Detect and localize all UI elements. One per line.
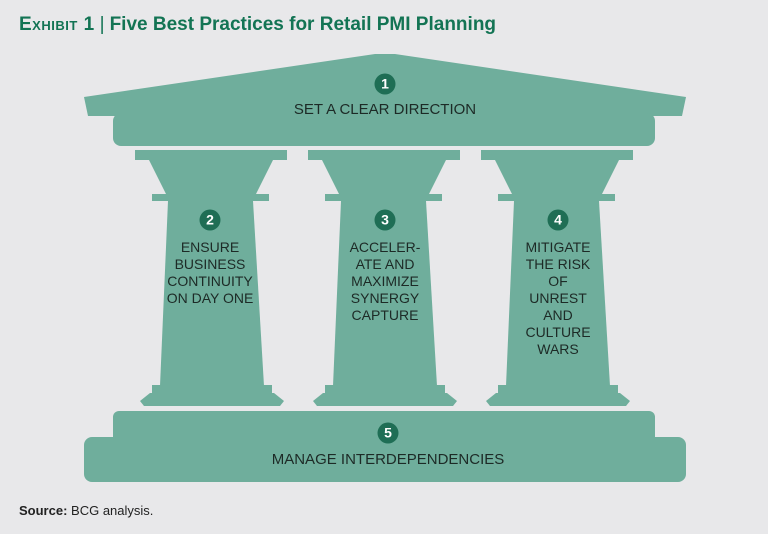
foundation-base xyxy=(84,437,686,482)
number-badge-2: 2 xyxy=(199,209,221,231)
roof-slab xyxy=(113,113,655,146)
exhibit-number: Exhibit 1 xyxy=(19,14,95,35)
title-separator: | xyxy=(99,14,105,35)
exhibit-heading: Five Best Practices for Retail PMI Plann… xyxy=(109,14,497,35)
pillar-2 xyxy=(135,150,287,406)
source-note: Source: BCG analysis. xyxy=(19,503,153,518)
number-badge-3: 3 xyxy=(374,209,396,231)
source-label: Source: xyxy=(19,503,68,518)
pillar-3 xyxy=(308,150,460,406)
pillar-4 xyxy=(481,150,633,406)
practice-label-1: SET A CLEAR DIRECTION xyxy=(293,101,477,118)
practice-label-2: ENSURE BUSINESS CONTINUITY ON DAY ONE xyxy=(166,239,254,306)
number-badge-1: 1 xyxy=(374,73,396,95)
practice-label-4: MITIGATE THE RISK OF UNREST AND CULTURE … xyxy=(525,239,591,357)
exhibit-title: Exhibit 1|Five Best Practices for Retail… xyxy=(19,14,496,36)
practice-label-5: MANAGE INTERDEPENDENCIES xyxy=(271,451,505,468)
number-badge-4: 4 xyxy=(547,209,569,231)
source-text: BCG analysis. xyxy=(71,503,154,518)
practice-label-3: ACCELER- ATE AND MAXIMIZE SYNERGY CAPTUR… xyxy=(349,239,421,323)
number-badge-5: 5 xyxy=(377,422,399,444)
